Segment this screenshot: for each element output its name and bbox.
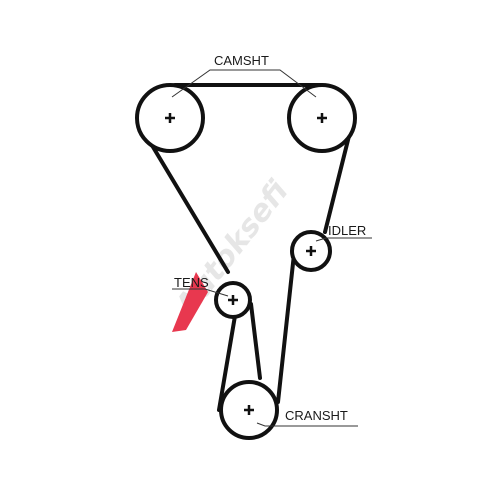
label-tensioner: TENS: [174, 275, 209, 290]
leader-crankshaft: [256, 422, 358, 427]
center-plus-icon: [317, 113, 327, 123]
pulley-camshaft-left: [135, 83, 205, 153]
center-plus-icon: [165, 113, 175, 123]
leader-idler: [315, 237, 372, 242]
leader-lines: [171, 69, 372, 427]
belt-tens-to-crank-span: [249, 302, 262, 380]
pulley-tensioner: [214, 281, 252, 319]
center-plus-icon: [244, 405, 254, 415]
belt-idler-to-crank-span: [276, 252, 296, 404]
pulley-crankshaft: [219, 380, 279, 440]
pulley-camshaft-right: [287, 83, 357, 153]
belt-left-span: [139, 125, 230, 274]
leader-camshaft: [171, 69, 317, 98]
label-camshaft: CAMSHT: [214, 53, 269, 68]
leader-tensioner: [172, 288, 229, 297]
pulley-idler: [290, 230, 332, 272]
center-plus-icon: [306, 246, 316, 256]
belt-crank-left-span: [217, 308, 238, 412]
watermark-accent-mark: [172, 272, 208, 332]
label-idler: IDLER: [328, 223, 366, 238]
label-crankshaft: CRANSHT: [285, 408, 348, 423]
center-plus-icon: [228, 295, 238, 305]
